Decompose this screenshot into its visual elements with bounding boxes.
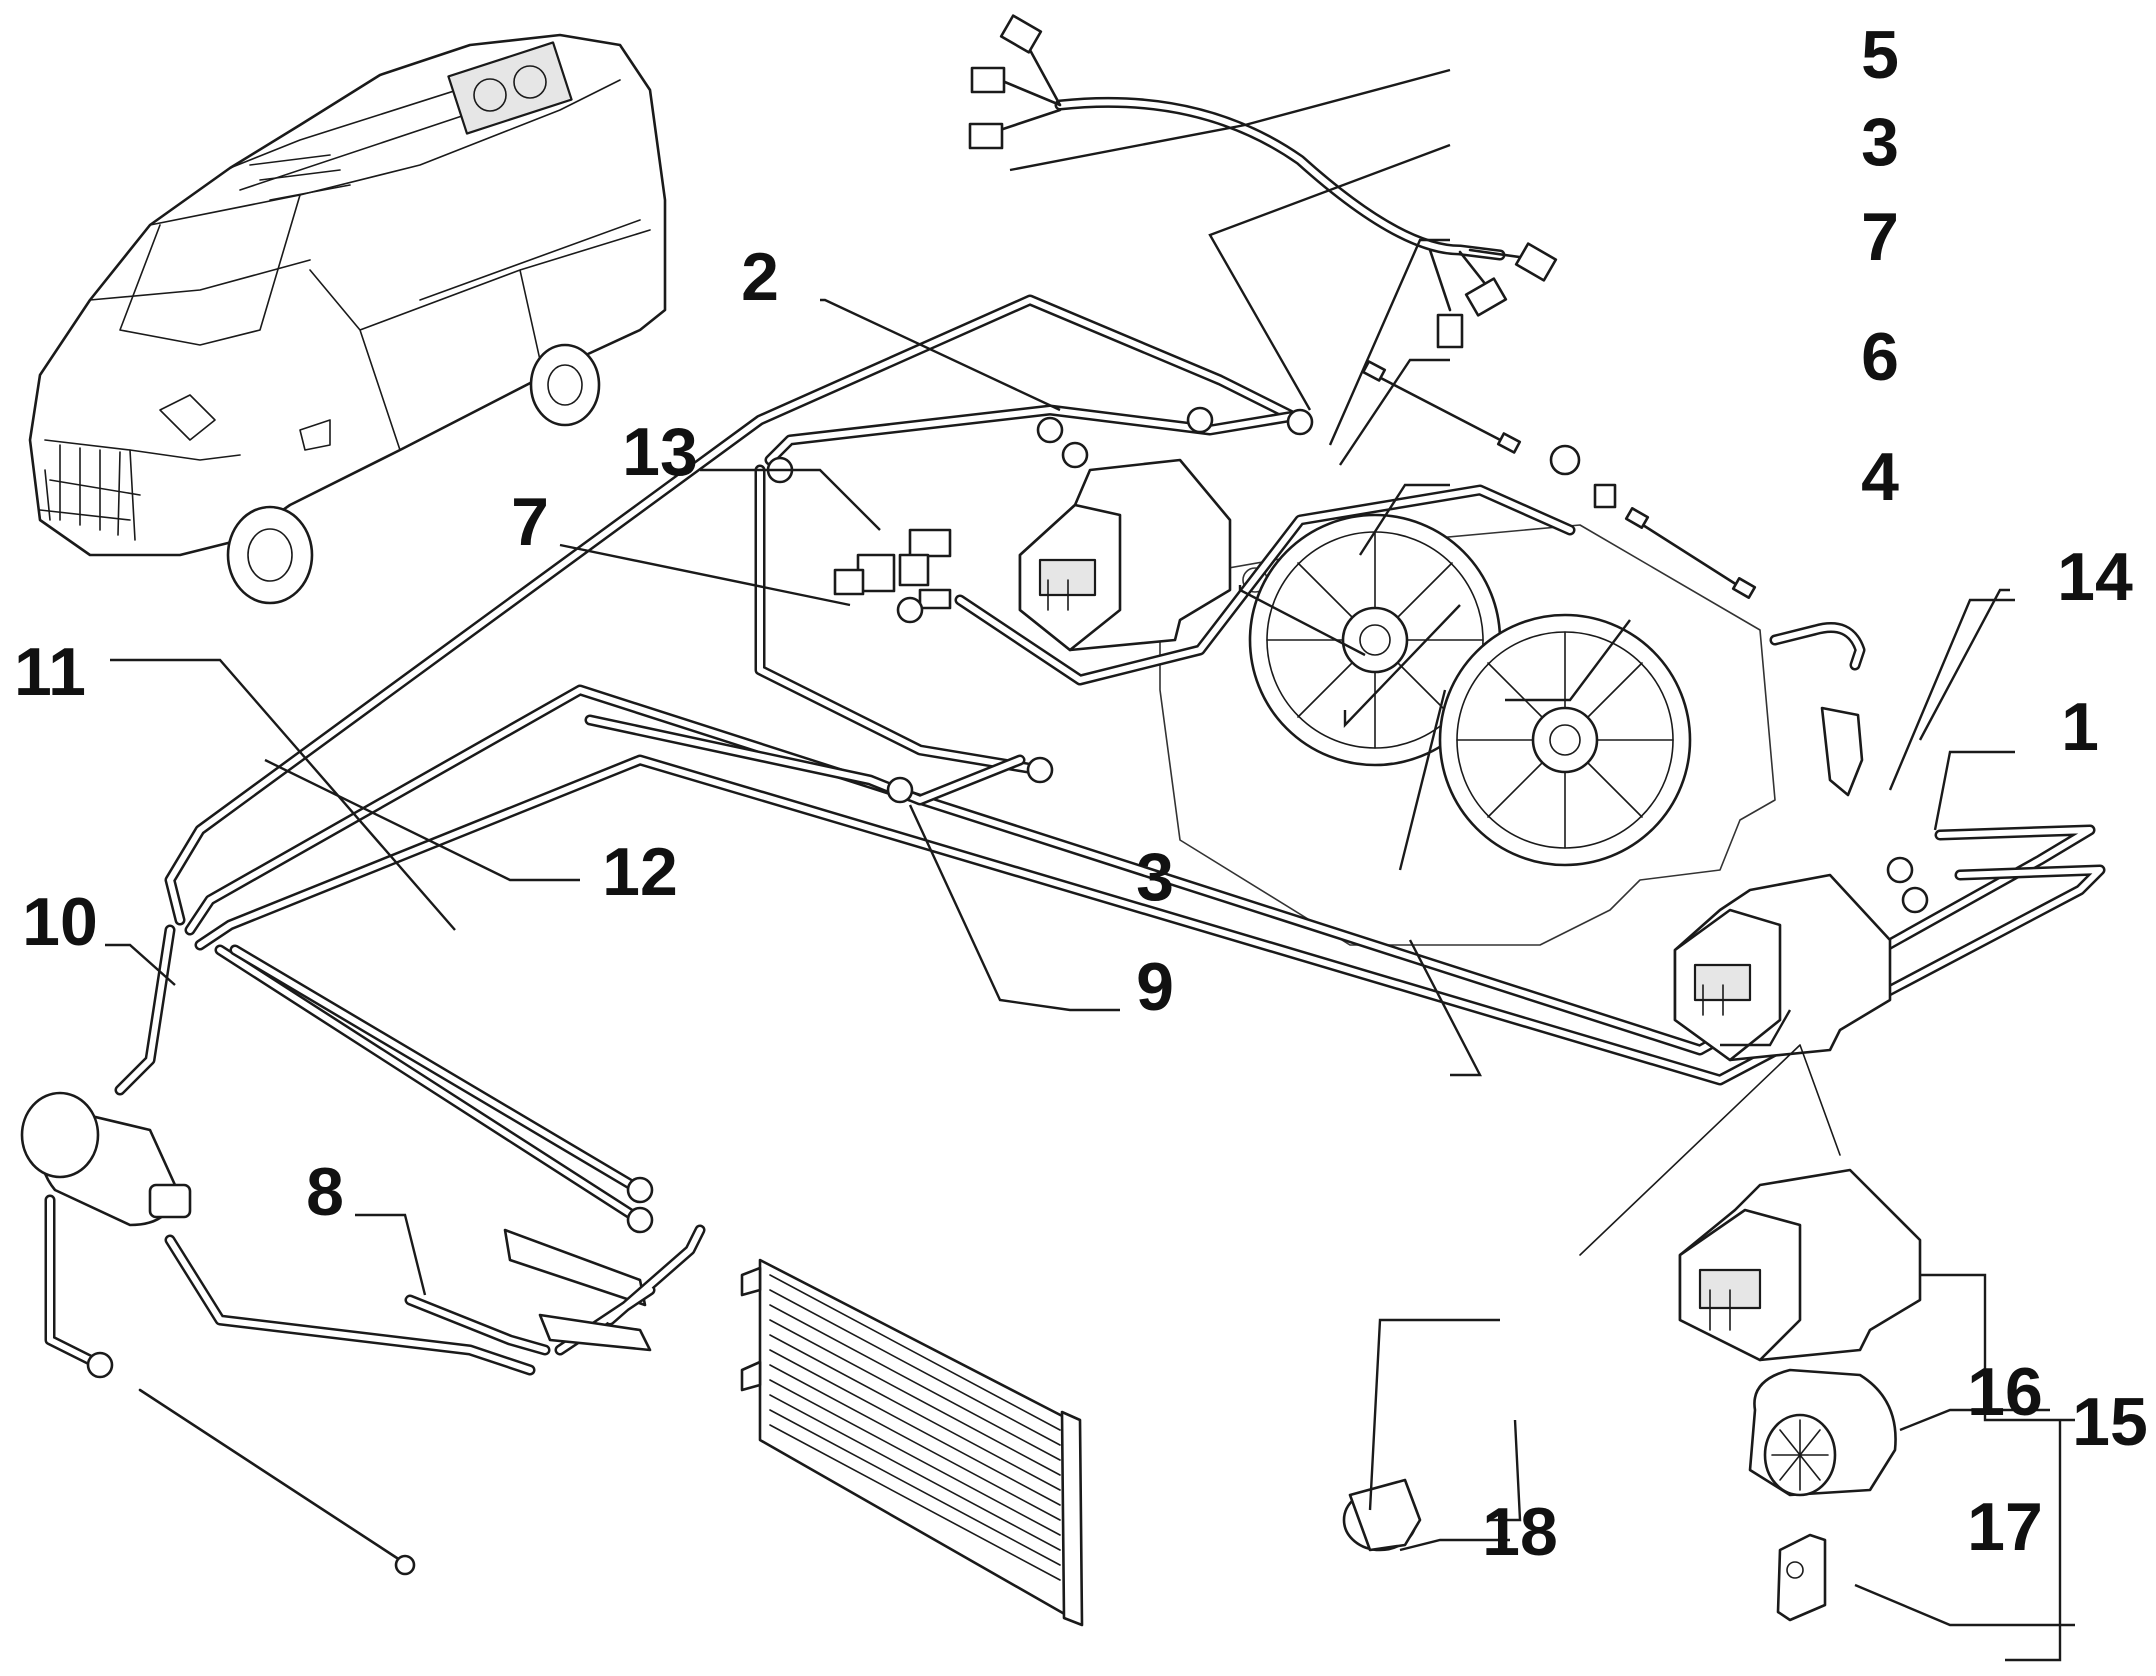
expansion-valve: [1776, 1533, 1827, 1622]
callout-7-left: 7: [511, 484, 549, 560]
evaporator-unit-upper: [1018, 458, 1232, 652]
callout-17: 17: [1967, 1489, 2043, 1565]
fittings: [86, 406, 1929, 1379]
callout-6: 6: [1861, 319, 1899, 395]
callout-15: 15: [2072, 1384, 2148, 1460]
callout-10: 10: [22, 884, 98, 960]
callout-12: 12: [602, 834, 678, 910]
callout-13: 13: [622, 414, 698, 490]
callout-9: 9: [1136, 949, 1174, 1025]
callout-18: 18: [1482, 1494, 1558, 1570]
callout-11: 11: [14, 634, 86, 710]
evaporator-unit-right: [1673, 873, 1892, 1062]
callout-8: 8: [306, 1154, 344, 1230]
switch: [1342, 1478, 1422, 1552]
callout-labels: 1 2 3 3 4 5 6 7 7 8 9 10 11 12 13 14 15 …: [14, 17, 2148, 1570]
callout-7-upper: 7: [1861, 199, 1899, 275]
callout-4: 4: [1861, 439, 1899, 515]
callout-3-upper: 3: [1861, 104, 1899, 180]
compressor: [20, 1091, 192, 1227]
callout-3-lower: 3: [1136, 839, 1174, 915]
evaporator-unit-detail: [1579, 1044, 1922, 1362]
small-parts: [1361, 360, 1866, 797]
blower: [1748, 1368, 1897, 1497]
callout-1: 1: [2061, 689, 2099, 765]
van-illustration: [28, 33, 667, 605]
callout-14: 14: [2057, 539, 2133, 615]
leader-lines: [105, 68, 2075, 1662]
callout-5: 5: [1861, 17, 1899, 93]
callout-16: 16: [1967, 1354, 2043, 1430]
wiring-harness: [968, 14, 1558, 349]
condenser-core: [740, 1258, 1084, 1627]
receiver-drier: [138, 1224, 706, 1576]
pipe-runs: [44, 294, 2106, 1371]
callout-2: 2: [741, 239, 779, 315]
